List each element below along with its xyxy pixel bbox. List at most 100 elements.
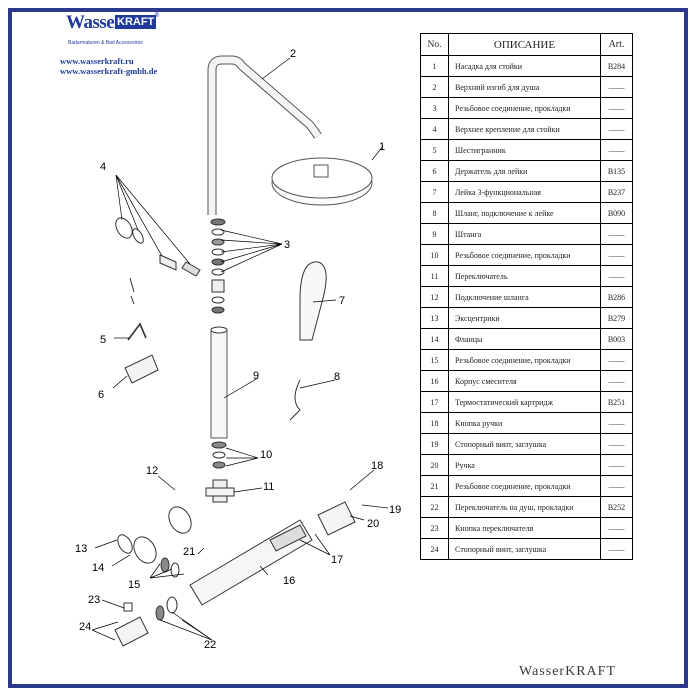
row-art: —— <box>600 244 633 266</box>
row-description: Переключатель <box>448 265 601 287</box>
row-number: 14 <box>420 328 449 350</box>
callout-21: 21 <box>183 546 195 558</box>
callout-16: 16 <box>283 575 295 587</box>
row-description: Насадка для стойки <box>448 55 601 77</box>
url-de[interactable]: www.wasserkraft-gmbh.de <box>60 66 158 76</box>
row-description: Подключение шланга <box>448 286 601 308</box>
row-art: B237 <box>600 181 633 203</box>
row-number: 20 <box>420 454 449 476</box>
row-number: 5 <box>420 139 449 161</box>
row-description: Резьбовое соединение, прокладки <box>448 244 601 266</box>
row-description: Верхнее крепление для стойки <box>448 118 601 140</box>
row-art: —— <box>600 139 633 161</box>
callout-20: 20 <box>367 518 379 530</box>
row-description: Штанга <box>448 223 601 245</box>
row-art: B090 <box>600 202 633 224</box>
url-ru[interactable]: www.wasserkraft.ru <box>60 56 134 66</box>
row-description: Кнопка переключателя <box>448 517 601 539</box>
row-number: 13 <box>420 307 449 329</box>
row-description: Фланцы <box>448 328 601 350</box>
callout-22: 22 <box>204 639 216 651</box>
row-art: —— <box>600 118 633 140</box>
callout-8: 8 <box>334 371 340 383</box>
row-art: —— <box>600 97 633 119</box>
row-number: 19 <box>420 433 449 455</box>
row-art: —— <box>600 349 633 371</box>
footer-wasser: Wasser <box>519 664 566 679</box>
row-description: Шланг, подключение к лейке <box>448 202 601 224</box>
row-number: 17 <box>420 391 449 413</box>
row-description: Держатель для лейки <box>448 160 601 182</box>
callout-5: 5 <box>100 334 106 346</box>
callout-13: 13 <box>75 543 87 555</box>
row-description: Ручка <box>448 454 601 476</box>
row-description: Резьбовое соединение, прокладки <box>448 349 601 371</box>
row-number: 9 <box>420 223 449 245</box>
callout-18: 18 <box>371 460 383 472</box>
row-art: —— <box>600 76 633 98</box>
callout-23: 23 <box>88 594 100 606</box>
row-description: Эксцентрики <box>448 307 601 329</box>
row-number: 16 <box>420 370 449 392</box>
row-number: 3 <box>420 97 449 119</box>
logo-wasser: Wasser <box>66 12 123 33</box>
row-description: Резьбовое соединение, прокладки <box>448 475 601 497</box>
row-art: —— <box>600 475 633 497</box>
row-description: Шестигранник <box>448 139 601 161</box>
row-art: —— <box>600 412 633 434</box>
row-number: 1 <box>420 55 449 77</box>
callout-3: 3 <box>284 239 290 251</box>
callout-12: 12 <box>146 465 158 477</box>
row-description: Стопорный винт, заглушка <box>448 433 601 455</box>
callout-24: 24 <box>79 621 91 633</box>
footer-brand: WasserKRAFT <box>519 664 616 680</box>
row-number: 22 <box>420 496 449 518</box>
row-art: —— <box>600 265 633 287</box>
row-description: Термостатический картридж <box>448 391 601 413</box>
row-description: Резьбовое соединение, прокладки <box>448 97 601 119</box>
row-art: —— <box>600 517 633 539</box>
callout-1: 1 <box>379 141 385 153</box>
callout-19: 19 <box>389 504 401 516</box>
row-description: Корпус смесителя <box>448 370 601 392</box>
brand-logo: Wasser KRAFT ® Badarmaturen & Bad Access… <box>66 12 160 54</box>
logo-tagline: Badarmaturen & Bad Accessoires <box>68 40 143 46</box>
row-number: 4 <box>420 118 449 140</box>
row-number: 24 <box>420 538 449 560</box>
row-number: 15 <box>420 349 449 371</box>
row-description: Кнопка ручки <box>448 412 601 434</box>
row-description: Стопорный винт, заглушка <box>448 538 601 560</box>
header-description: ОПИСАНИЕ <box>448 33 601 56</box>
row-description: Верхний изгиб для душа <box>448 76 601 98</box>
callout-6: 6 <box>98 389 104 401</box>
header-no: No. <box>420 33 449 56</box>
row-art: —— <box>600 433 633 455</box>
row-number: 12 <box>420 286 449 308</box>
row-art: B284 <box>600 55 633 77</box>
row-art: B252 <box>600 496 633 518</box>
row-art: B003 <box>600 328 633 350</box>
row-art: B135 <box>600 160 633 182</box>
row-number: 21 <box>420 475 449 497</box>
callout-11: 11 <box>263 481 274 493</box>
